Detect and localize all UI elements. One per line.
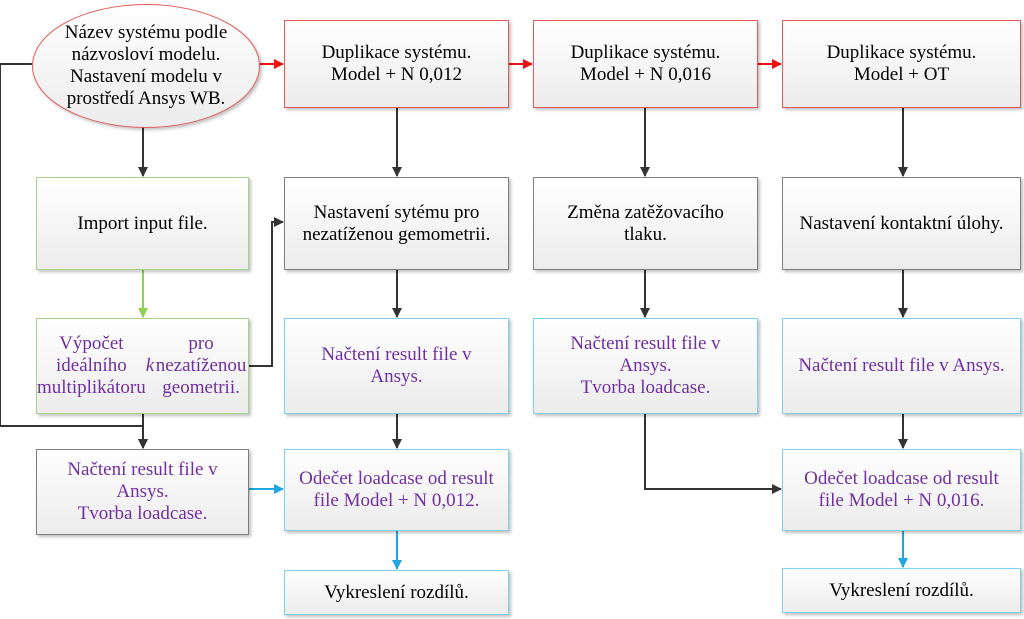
node-nacteni-result-n016: Načtení result file v Ansys. Tvorba load… xyxy=(533,318,758,414)
node-odecet-loadcase-n012: Odečet loadcase od result file Model + N… xyxy=(284,449,509,531)
node-nastaveni-kontaktni-ulohy: Nastavení kontaktní úlohy. xyxy=(782,177,1021,270)
vypocet-text-b: pro nezatíženou geometrii. xyxy=(155,333,247,398)
node-nacteni-result-ot: Načtení result file v Ansys. xyxy=(782,318,1021,414)
node-duplikace-n016: Duplikace systému. Model + N 0,016 xyxy=(533,20,758,108)
node-nacteni-result-base: Načtení result file v Ansys. Tvorba load… xyxy=(36,449,249,535)
node-nastaveni-systemu: Nastavení sytému pro nezatíženou gemomet… xyxy=(284,177,509,270)
node-vykresleni-rozdilu-1: Vykreslení rozdílů. xyxy=(284,570,509,615)
node-duplikace-ot: Duplikace systému. Model + OT xyxy=(782,20,1021,108)
node-duplikace-n012: Duplikace systému. Model + N 0,012 xyxy=(284,20,509,108)
vypocet-text-k: k xyxy=(145,355,155,377)
node-import-input-file: Import input file. xyxy=(36,177,249,270)
node-odecet-loadcase-n016: Odečet loadcase od result file Model + N… xyxy=(782,449,1021,531)
node-vykresleni-rozdilu-2: Vykreslení rozdílů. xyxy=(782,568,1021,613)
node-nacteni-result-n012: Načtení result file v Ansys. xyxy=(284,318,509,414)
vypocet-text-a: Výpočet ideálního multiplikátoru xyxy=(37,333,146,398)
arrow-nacteni2-to-odecet2 xyxy=(644,414,782,494)
node-start: Název systému podle názvosloví modelu. N… xyxy=(32,4,260,128)
arrow-vypocet-to-nastaveni1 xyxy=(249,217,284,367)
node-zmena-tlaku: Změna zatěžovacího tlaku. xyxy=(533,177,758,270)
node-vypocet-multiplikatoru: Výpočet ideálního multiplikátoru k pro n… xyxy=(36,318,249,414)
